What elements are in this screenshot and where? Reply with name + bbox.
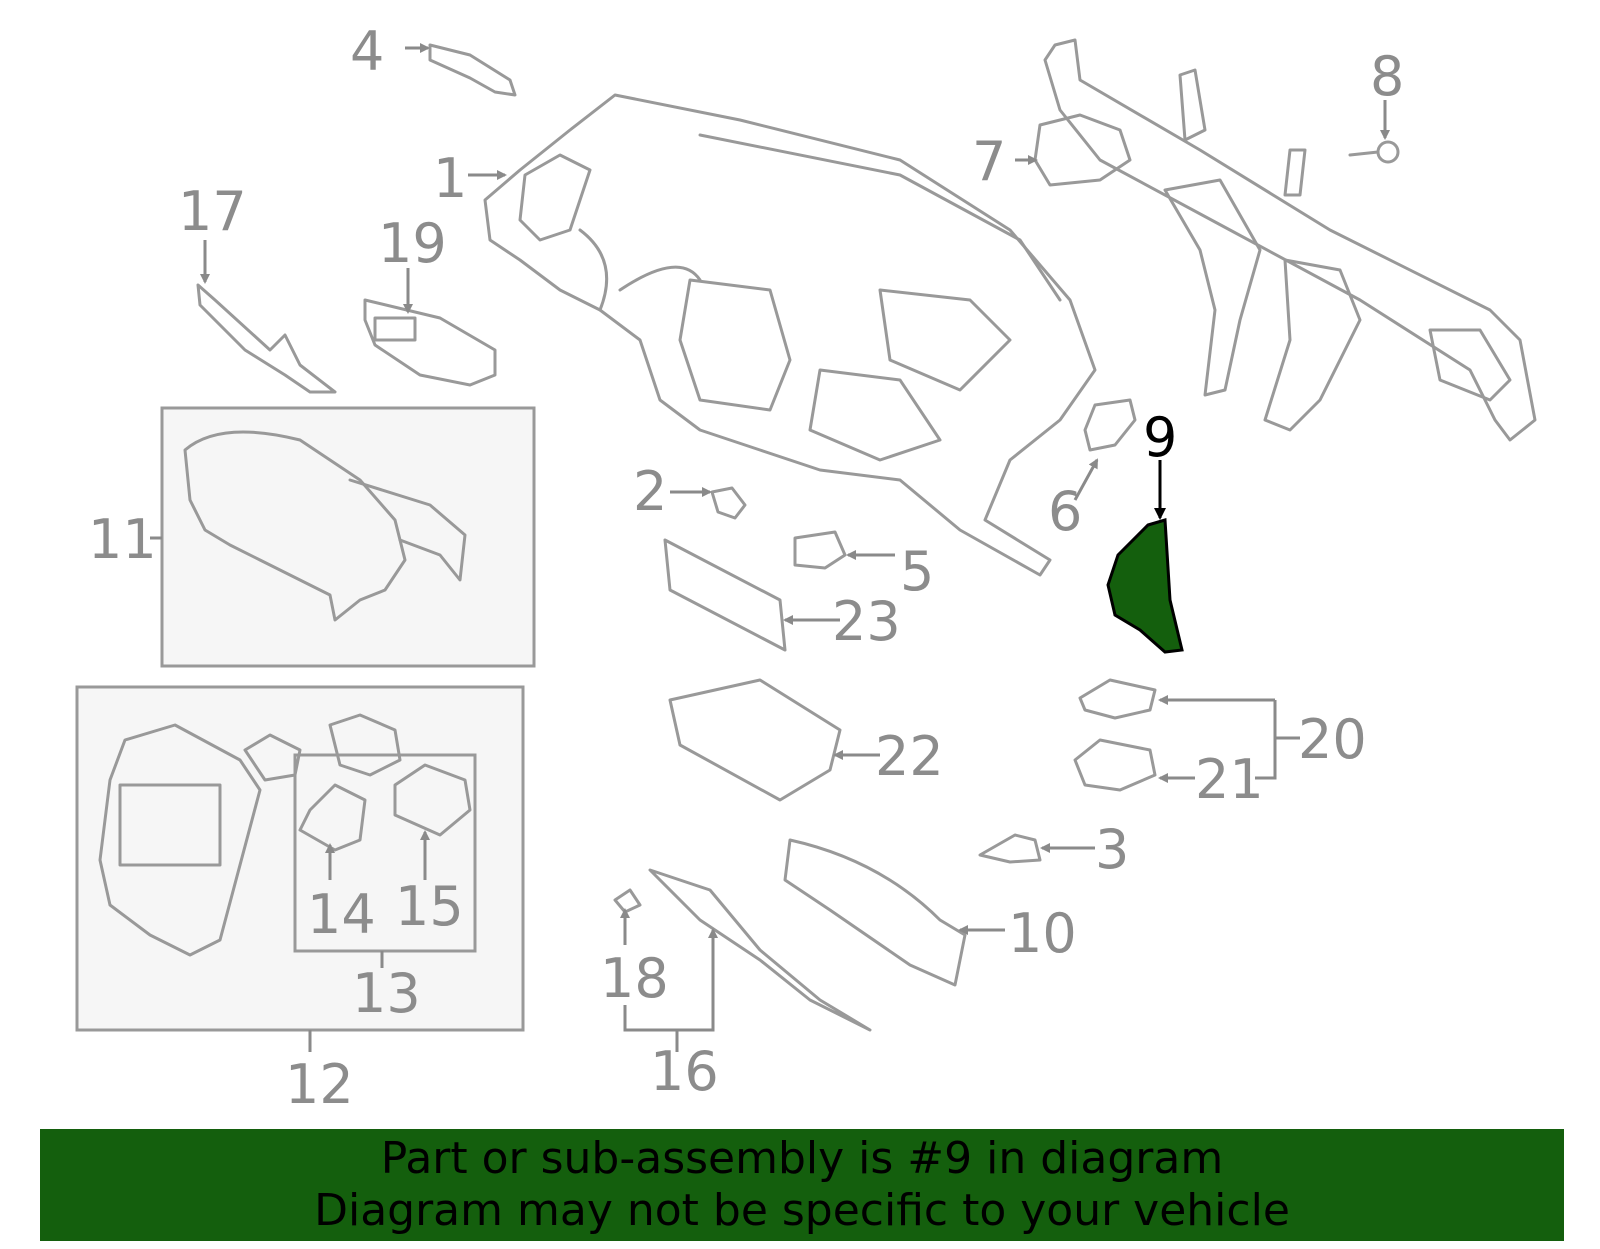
part-8-bolt (1348, 140, 1400, 164)
callout-14: 14 (307, 883, 376, 946)
part-23 (663, 538, 787, 652)
callout-3: 3 (1095, 818, 1129, 881)
callout-17: 17 (178, 180, 247, 243)
part-15-vent (393, 763, 472, 837)
part-11-cluster-bezel (183, 430, 407, 622)
part-3 (978, 833, 1042, 864)
group-box-11 (160, 406, 536, 668)
callout-20: 20 (1298, 708, 1367, 771)
callout-8: 8 (1370, 45, 1404, 108)
callout-9: 9 (1143, 406, 1177, 469)
part-11-detail (348, 478, 467, 582)
callout-1: 1 (433, 147, 467, 210)
callout-7: 7 (972, 130, 1006, 193)
part-12-vent-left (243, 733, 302, 782)
part-21 (1073, 738, 1157, 792)
part-16-glovebox-frame (648, 868, 872, 1032)
part-12-vent-upper (328, 713, 402, 777)
leader-lines (150, 43, 1390, 1052)
group-box-13 (293, 753, 477, 953)
info-banner: Part or sub-assembly is #9 in diagram Di… (40, 1129, 1564, 1241)
callout-18: 18 (600, 947, 669, 1010)
part-17 (196, 283, 337, 394)
part-12-center-bezel (98, 723, 262, 957)
callout-6: 6 (1048, 480, 1082, 543)
part-5 (793, 530, 847, 570)
callout-2: 2 (633, 460, 667, 523)
cross-car-beam (1043, 38, 1537, 442)
part-4 (428, 43, 517, 97)
callout-23: 23 (832, 590, 901, 653)
callout-15: 15 (395, 875, 464, 938)
instrument-panel-part (483, 93, 1097, 577)
callout-13: 13 (352, 962, 421, 1025)
callout-22: 22 (875, 725, 944, 788)
part-7 (1033, 113, 1132, 187)
callout-16: 16 (650, 1040, 719, 1103)
callout-12: 12 (285, 1053, 354, 1116)
part-19 (363, 298, 497, 387)
callout-5: 5 (900, 540, 934, 603)
part-18-clip (613, 888, 642, 914)
callout-10: 10 (1008, 902, 1077, 965)
part-9-highlighted (1106, 518, 1184, 654)
part-2 (710, 486, 747, 520)
part-22 (668, 678, 842, 802)
part-10-glovebox-door (783, 838, 967, 987)
callout-11: 11 (88, 508, 157, 571)
banner-line-2: Diagram may not be specific to your vehi… (314, 1185, 1290, 1236)
callout-21: 21 (1195, 748, 1264, 811)
banner-line-1: Part or sub-assembly is #9 in diagram (380, 1133, 1224, 1184)
callout-4: 4 (350, 20, 384, 83)
part-12-screen (118, 783, 222, 867)
part-14-vent (298, 783, 367, 852)
part-6 (1083, 398, 1137, 452)
callout-19: 19 (378, 212, 447, 275)
part-20 (1078, 678, 1157, 720)
group-box-12 (75, 685, 525, 1032)
